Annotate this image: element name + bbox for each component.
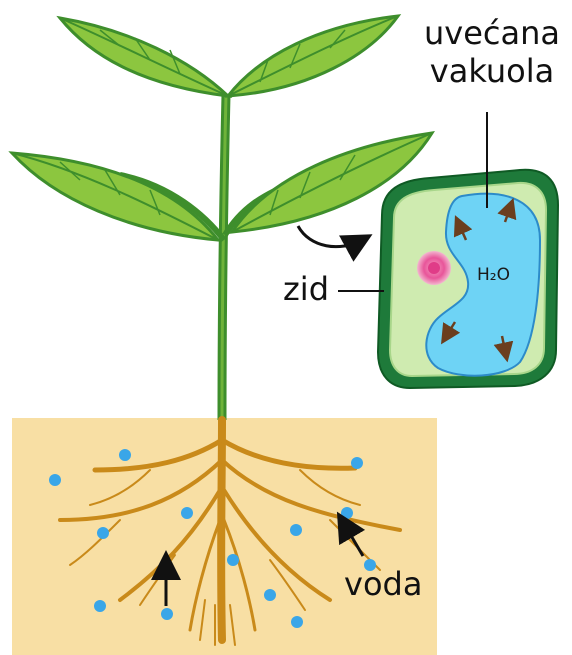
plant-cell [378, 170, 558, 388]
water-label: voda [344, 565, 422, 603]
water-dot [161, 608, 173, 620]
leaf-top-right [228, 16, 398, 96]
water-dot [290, 524, 302, 536]
water-dot [341, 507, 353, 519]
water-dot [351, 457, 363, 469]
water-dot [291, 616, 303, 628]
h2o-label: H₂O [477, 265, 510, 285]
water-dot [119, 449, 131, 461]
vacuole-label: uvećana vakuola [412, 14, 572, 90]
stem [120, 95, 300, 420]
leaf-mid-left [12, 153, 218, 240]
vacuole-label-line2: vakuola [412, 52, 572, 90]
water-dot [49, 474, 61, 486]
wall-label: zid [283, 270, 329, 308]
nucleolus [428, 262, 440, 274]
water-dot [94, 600, 106, 612]
water-dot [227, 554, 239, 566]
leaf-top-left [60, 18, 228, 96]
water-dot [97, 527, 109, 539]
water-dot [264, 589, 276, 601]
vacuole-label-line1: uvećana [412, 14, 572, 52]
zoom-arrow [298, 226, 362, 247]
water-dot [181, 507, 193, 519]
